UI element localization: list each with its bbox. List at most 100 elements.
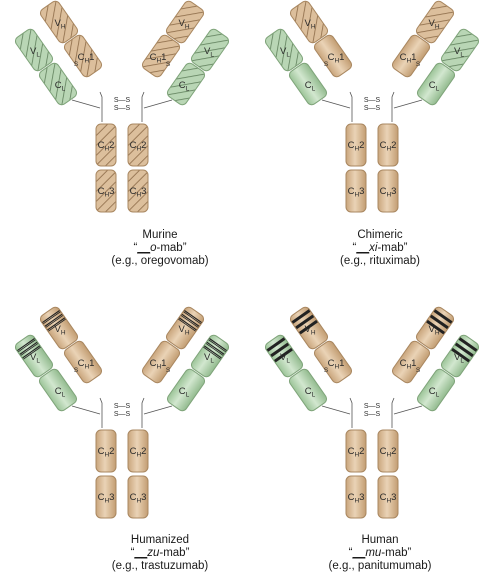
caption-title: Murine — [142, 229, 178, 241]
ch1-domain-left — [313, 340, 353, 384]
ch2-label-left: CH2 — [348, 140, 365, 153]
hinge-right — [391, 91, 395, 122]
light-chain-link-left — [71, 99, 101, 109]
light-chain-link-left — [321, 405, 351, 415]
disulfide-bond-1: S—S — [114, 403, 131, 410]
vl-label-right: VL — [454, 352, 464, 365]
vl-domain-left — [14, 334, 54, 378]
cl-label-left: CL — [55, 80, 66, 93]
vl-domain-right — [440, 334, 480, 378]
cl-label-right: CL — [179, 386, 190, 399]
vh-domain-left — [39, 306, 79, 350]
cl-label-left: CL — [305, 386, 316, 399]
ch1-domain-right — [141, 34, 181, 78]
hinge-left — [99, 91, 103, 122]
sulfur-marker-2: S — [416, 61, 421, 68]
disulfide-bond-1: S—S — [114, 97, 131, 104]
vh-domain-left — [289, 306, 329, 350]
vh-label-right: VH — [428, 324, 439, 337]
vl-label-left: VL — [30, 46, 40, 59]
vl-label-right: VL — [204, 352, 214, 365]
ch2-label-right: CH2 — [130, 140, 147, 153]
ch1-label-right: CH1 — [400, 358, 417, 371]
ch2-domain-left — [95, 429, 117, 473]
disulfide-bond-2: S—S — [364, 411, 381, 418]
ch2-label-left: CH2 — [348, 446, 365, 459]
ch2-label-right: CH2 — [380, 140, 397, 153]
sulfur-marker-1: S — [324, 61, 329, 68]
vl-label-left: VL — [280, 352, 290, 365]
vh-domain-right — [165, 0, 205, 44]
vh-label-right: VH — [428, 18, 439, 31]
sulfur-marker-2: S — [166, 367, 171, 374]
ch1-domain-left — [63, 340, 103, 384]
light-chain-link-right — [143, 99, 173, 109]
ch3-label-left: CH3 — [348, 186, 365, 199]
cl-domain-left — [288, 368, 328, 412]
ch1-domain-left — [313, 34, 353, 78]
vl-domain-left — [14, 28, 54, 72]
ch3-domain-left — [345, 169, 367, 213]
sulfur-marker-1: S — [74, 367, 79, 374]
ch3-label-left: CH3 — [348, 492, 365, 505]
vl-domain-right — [440, 28, 480, 72]
vl-label-right: VL — [454, 46, 464, 59]
cl-domain-left — [288, 62, 328, 106]
cl-domain-right — [416, 368, 456, 412]
ch3-domain-left — [345, 475, 367, 519]
vh-label-right: VH — [178, 18, 189, 31]
ch3-label-left: CH3 — [98, 492, 115, 505]
ch2-domain-right — [127, 123, 149, 167]
ch2-domain-left — [345, 429, 367, 473]
disulfide-bond-2: S—S — [114, 105, 131, 112]
cl-label-right: CL — [429, 80, 440, 93]
hinge-left — [349, 397, 353, 428]
cl-domain-right — [166, 368, 206, 412]
light-chain-link-left — [321, 99, 351, 109]
ch1-domain-right — [391, 340, 431, 384]
cl-label-right: CL — [179, 80, 190, 93]
cl-domain-right — [416, 62, 456, 106]
ch1-domain-left — [63, 34, 103, 78]
ch1-domain-right — [141, 340, 181, 384]
vh-label-left: VH — [54, 18, 65, 31]
vh-label-left: VH — [54, 324, 65, 337]
ch1-label-right: CH1 — [150, 358, 167, 371]
vh-domain-right — [165, 306, 205, 350]
cl-domain-left — [38, 368, 78, 412]
hinge-left — [99, 397, 103, 428]
caption-human: Human “__mu-mab” (e.g., panitumumab) — [280, 534, 480, 573]
caption-suffix: “__xi-mab” — [352, 242, 408, 254]
light-chain-link-right — [393, 405, 423, 415]
ch1-label-right: CH1 — [150, 52, 167, 65]
cl-domain-right — [166, 62, 206, 106]
ch3-label-right: CH3 — [130, 492, 147, 505]
vh-label-left: VH — [304, 324, 315, 337]
ch2-label-left: CH2 — [98, 446, 115, 459]
cl-label-left: CL — [305, 80, 316, 93]
disulfide-bond-1: S—S — [364, 403, 381, 410]
caption-example: (e.g., oregovomab) — [111, 255, 209, 267]
ch1-domain-right — [391, 34, 431, 78]
cl-label-right: CL — [429, 386, 440, 399]
light-chain-link-left — [71, 405, 101, 415]
disulfide-bond-2: S—S — [364, 105, 381, 112]
sulfur-marker-2: S — [166, 61, 171, 68]
ch2-label-left: CH2 — [98, 140, 115, 153]
vl-label-left: VL — [280, 46, 290, 59]
light-chain-link-right — [143, 405, 173, 415]
vh-domain-left — [39, 0, 79, 44]
vl-domain-left — [264, 28, 304, 72]
ch3-label-right: CH3 — [130, 186, 147, 199]
hinge-right — [141, 397, 145, 428]
vl-label-left: VL — [30, 352, 40, 365]
sulfur-marker-1: S — [74, 61, 79, 68]
disulfide-bond-2: S—S — [114, 411, 131, 418]
ch2-domain-right — [377, 123, 399, 167]
hinge-right — [141, 91, 145, 122]
caption-humanized: Humanized “__zu-mab” (e.g., trastuzumab) — [60, 534, 260, 573]
hinge-left — [349, 91, 353, 122]
